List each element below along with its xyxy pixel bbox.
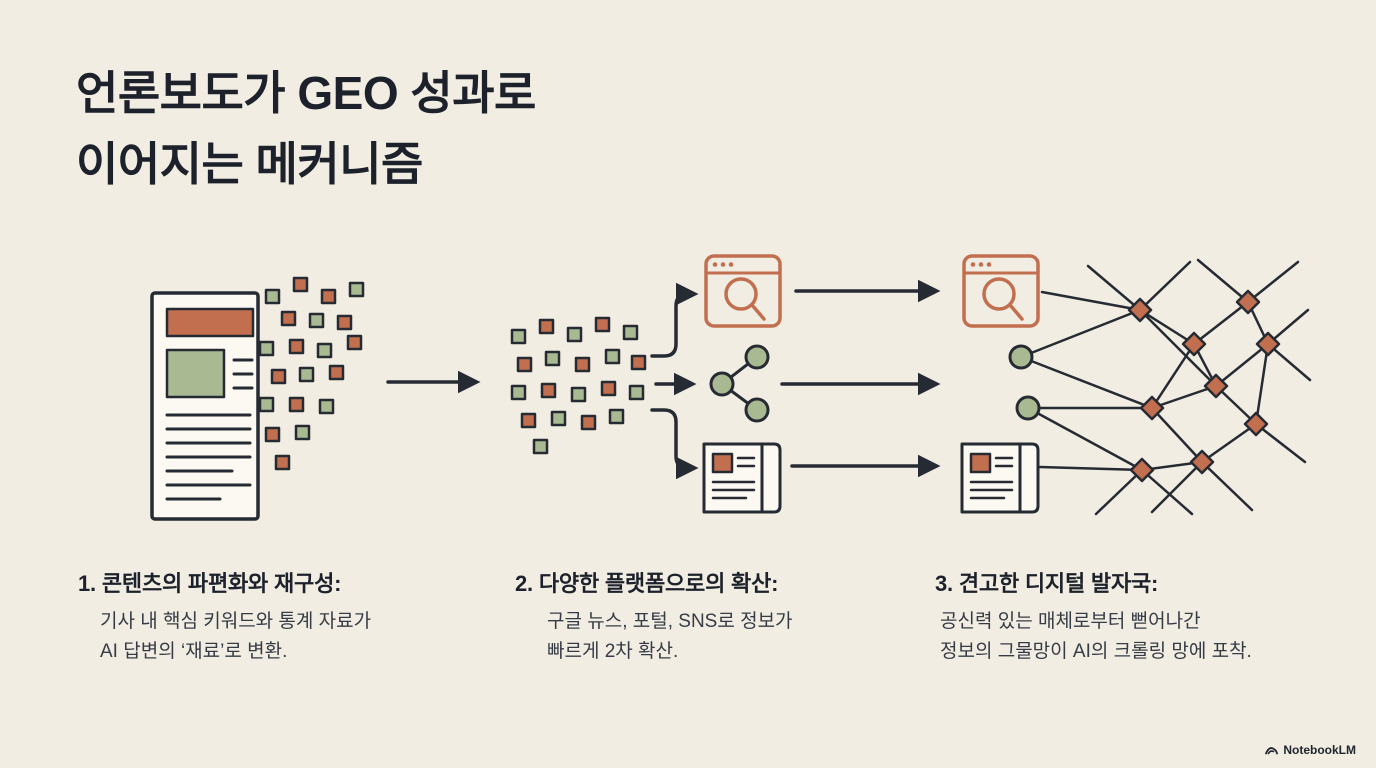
network-circle-nodes	[1008, 344, 1041, 421]
caption-2-line-2: 빠르게 2차 확산.	[547, 641, 679, 663]
fragment-squares-cluster-2	[510, 316, 647, 455]
caption-3-line-1: 공신력 있는 매체로부터 뻗어나간	[940, 611, 1201, 632]
title-line-2: 이어지는 메커니즘	[76, 138, 423, 191]
caption-1-line-2: AI 답변의 ‘재료’로 변환.	[100, 641, 288, 663]
newspaper-icon-2	[960, 442, 1040, 514]
notebooklm-watermark: NotebookLM	[1265, 743, 1356, 757]
caption-step-1: 1. 콘텐츠의 파편화와 재구성: 기사 내 핵심 키워드와 통계 자료가 AI…	[78, 566, 498, 668]
caption-2-line-1: 구글 뉴스, 포털, SNS로 정보가	[547, 611, 793, 632]
network-diamond-nodes	[1127, 289, 1281, 483]
branch-arrow-top	[650, 282, 699, 358]
crawler-network-mesh	[1008, 258, 1312, 516]
caption-3-body: 공신력 있는 매체로부터 뻗어나간 정보의 그물망이 AI의 크롤링 망에 포착…	[935, 607, 1355, 668]
newspaper-icon-1	[702, 442, 782, 514]
caption-step-3: 3. 견고한 디지털 발자국: 공신력 있는 매체로부터 뻗어나간 정보의 그물…	[935, 566, 1355, 668]
caption-3-heading: 3. 견고한 디지털 발자국:	[935, 571, 1159, 596]
share-icon	[709, 344, 770, 423]
notebooklm-logo-icon	[1265, 746, 1279, 754]
title-line-1: 언론보도가 GEO 성과로	[76, 67, 536, 119]
brand-name: NotebookLM	[1283, 743, 1356, 757]
caption-step-2: 2. 다양한 플랫폼으로의 확산: 구글 뉴스, 포털, SNS로 정보가 빠르…	[515, 566, 935, 668]
fragment-squares-cluster-1	[258, 276, 365, 471]
branch-arrow-bottom	[650, 408, 699, 480]
page-title: 언론보도가 GEO 성과로 이어지는 메커니즘	[76, 58, 536, 201]
caption-1-body: 기사 내 핵심 키워드와 통계 자료가 AI 답변의 ‘재료’로 변환.	[78, 607, 498, 668]
caption-2-body: 구글 뉴스, 포털, SNS로 정보가 빠르게 2차 확산.	[515, 607, 935, 668]
caption-1-line-1: 기사 내 핵심 키워드와 통계 자료가	[100, 611, 372, 632]
network-edges	[1019, 258, 1312, 516]
article-document-icon	[150, 291, 260, 521]
search-browser-icon-2	[962, 254, 1040, 328]
search-browser-icon-1	[704, 254, 782, 328]
caption-1-heading: 1. 콘텐츠의 파편화와 재구성:	[78, 571, 342, 596]
caption-2-heading: 2. 다양한 플랫폼으로의 확산:	[515, 571, 779, 596]
caption-3-line-2: 정보의 그물망이 AI의 크롤링 망에 포착.	[940, 641, 1252, 663]
